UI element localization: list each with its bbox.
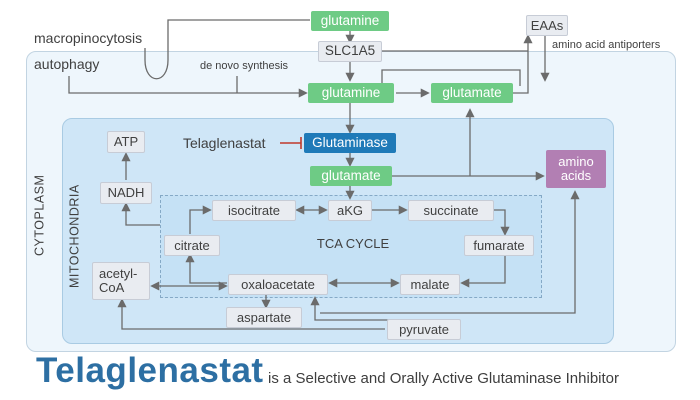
arrow-fumarate-malate bbox=[460, 255, 506, 288]
glutamine-cytoplasm-node: glutamine bbox=[308, 83, 394, 103]
mitochondria-label: MITOCHONDRIA bbox=[67, 184, 82, 288]
autophagy-label: autophagy bbox=[34, 56, 100, 72]
arrow-tca-to-nadh bbox=[121, 202, 160, 226]
malate-node: malate bbox=[400, 274, 460, 295]
arrow-oxaloacetate-citrate bbox=[185, 253, 227, 284]
arrow-macropinocytosis bbox=[144, 19, 310, 80]
tca-cycle-label: TCA CYCLE bbox=[316, 236, 390, 252]
oxaloacetate-node: oxaloacetate bbox=[228, 274, 328, 295]
telaglenastat-inhibitor-label: Telaglenastat bbox=[183, 135, 266, 151]
akg-node: aKG bbox=[328, 200, 372, 221]
glutaminase-node: Glutaminase bbox=[304, 133, 396, 153]
glutamate-cytoplasm-node: glutamate bbox=[431, 83, 513, 103]
amino-acids-node: amino acids bbox=[546, 150, 606, 188]
atp-node: ATP bbox=[107, 131, 145, 153]
succinate-node: succinate bbox=[408, 200, 494, 221]
arrow-pyruvate-oxaloacetate bbox=[310, 296, 395, 321]
line-loop-to-glutamate bbox=[381, 69, 521, 86]
de-novo-synthesis-label: de novo synthesis bbox=[200, 60, 289, 72]
arrow-autophagy-to-glutamine bbox=[68, 76, 308, 98]
fumarate-node: fumarate bbox=[464, 235, 534, 256]
nadh-node: NADH bbox=[100, 182, 152, 204]
inhibition-mark bbox=[280, 137, 302, 149]
macropinocytosis-label: macropinocytosis bbox=[34, 30, 143, 46]
aspartate-node: aspartate bbox=[226, 307, 302, 328]
isocitrate-node: isocitrate bbox=[212, 200, 296, 221]
acetyl-coa-node: acetyl-CoA bbox=[92, 262, 150, 300]
slc1a5-node: SLC1A5 bbox=[318, 41, 382, 62]
arrow-pyruvate-acetylcoa bbox=[117, 298, 385, 330]
arrow-to-amino-acids bbox=[320, 190, 580, 314]
glutamine-extracellular-node: glutamine bbox=[311, 11, 389, 31]
arrow-glutamate-to-eaas bbox=[512, 34, 533, 94]
footer-title: Telaglenastat bbox=[36, 351, 264, 390]
arrow-succinate-fumarate bbox=[494, 209, 510, 236]
pyruvate-node: pyruvate bbox=[387, 319, 461, 340]
citrate-node: citrate bbox=[164, 235, 220, 256]
cytoplasm-label: CYTOPLASM bbox=[32, 174, 47, 256]
arrow-citrate-isocitrate bbox=[189, 205, 212, 234]
glutamate-mito-node: glutamate bbox=[310, 166, 392, 186]
footer-subtitle: is a Selective and Orally Active Glutami… bbox=[268, 370, 619, 387]
eaas-node: EAAs bbox=[526, 15, 568, 36]
amino-acid-antiporters-label: amino acid antiporters bbox=[552, 39, 661, 51]
